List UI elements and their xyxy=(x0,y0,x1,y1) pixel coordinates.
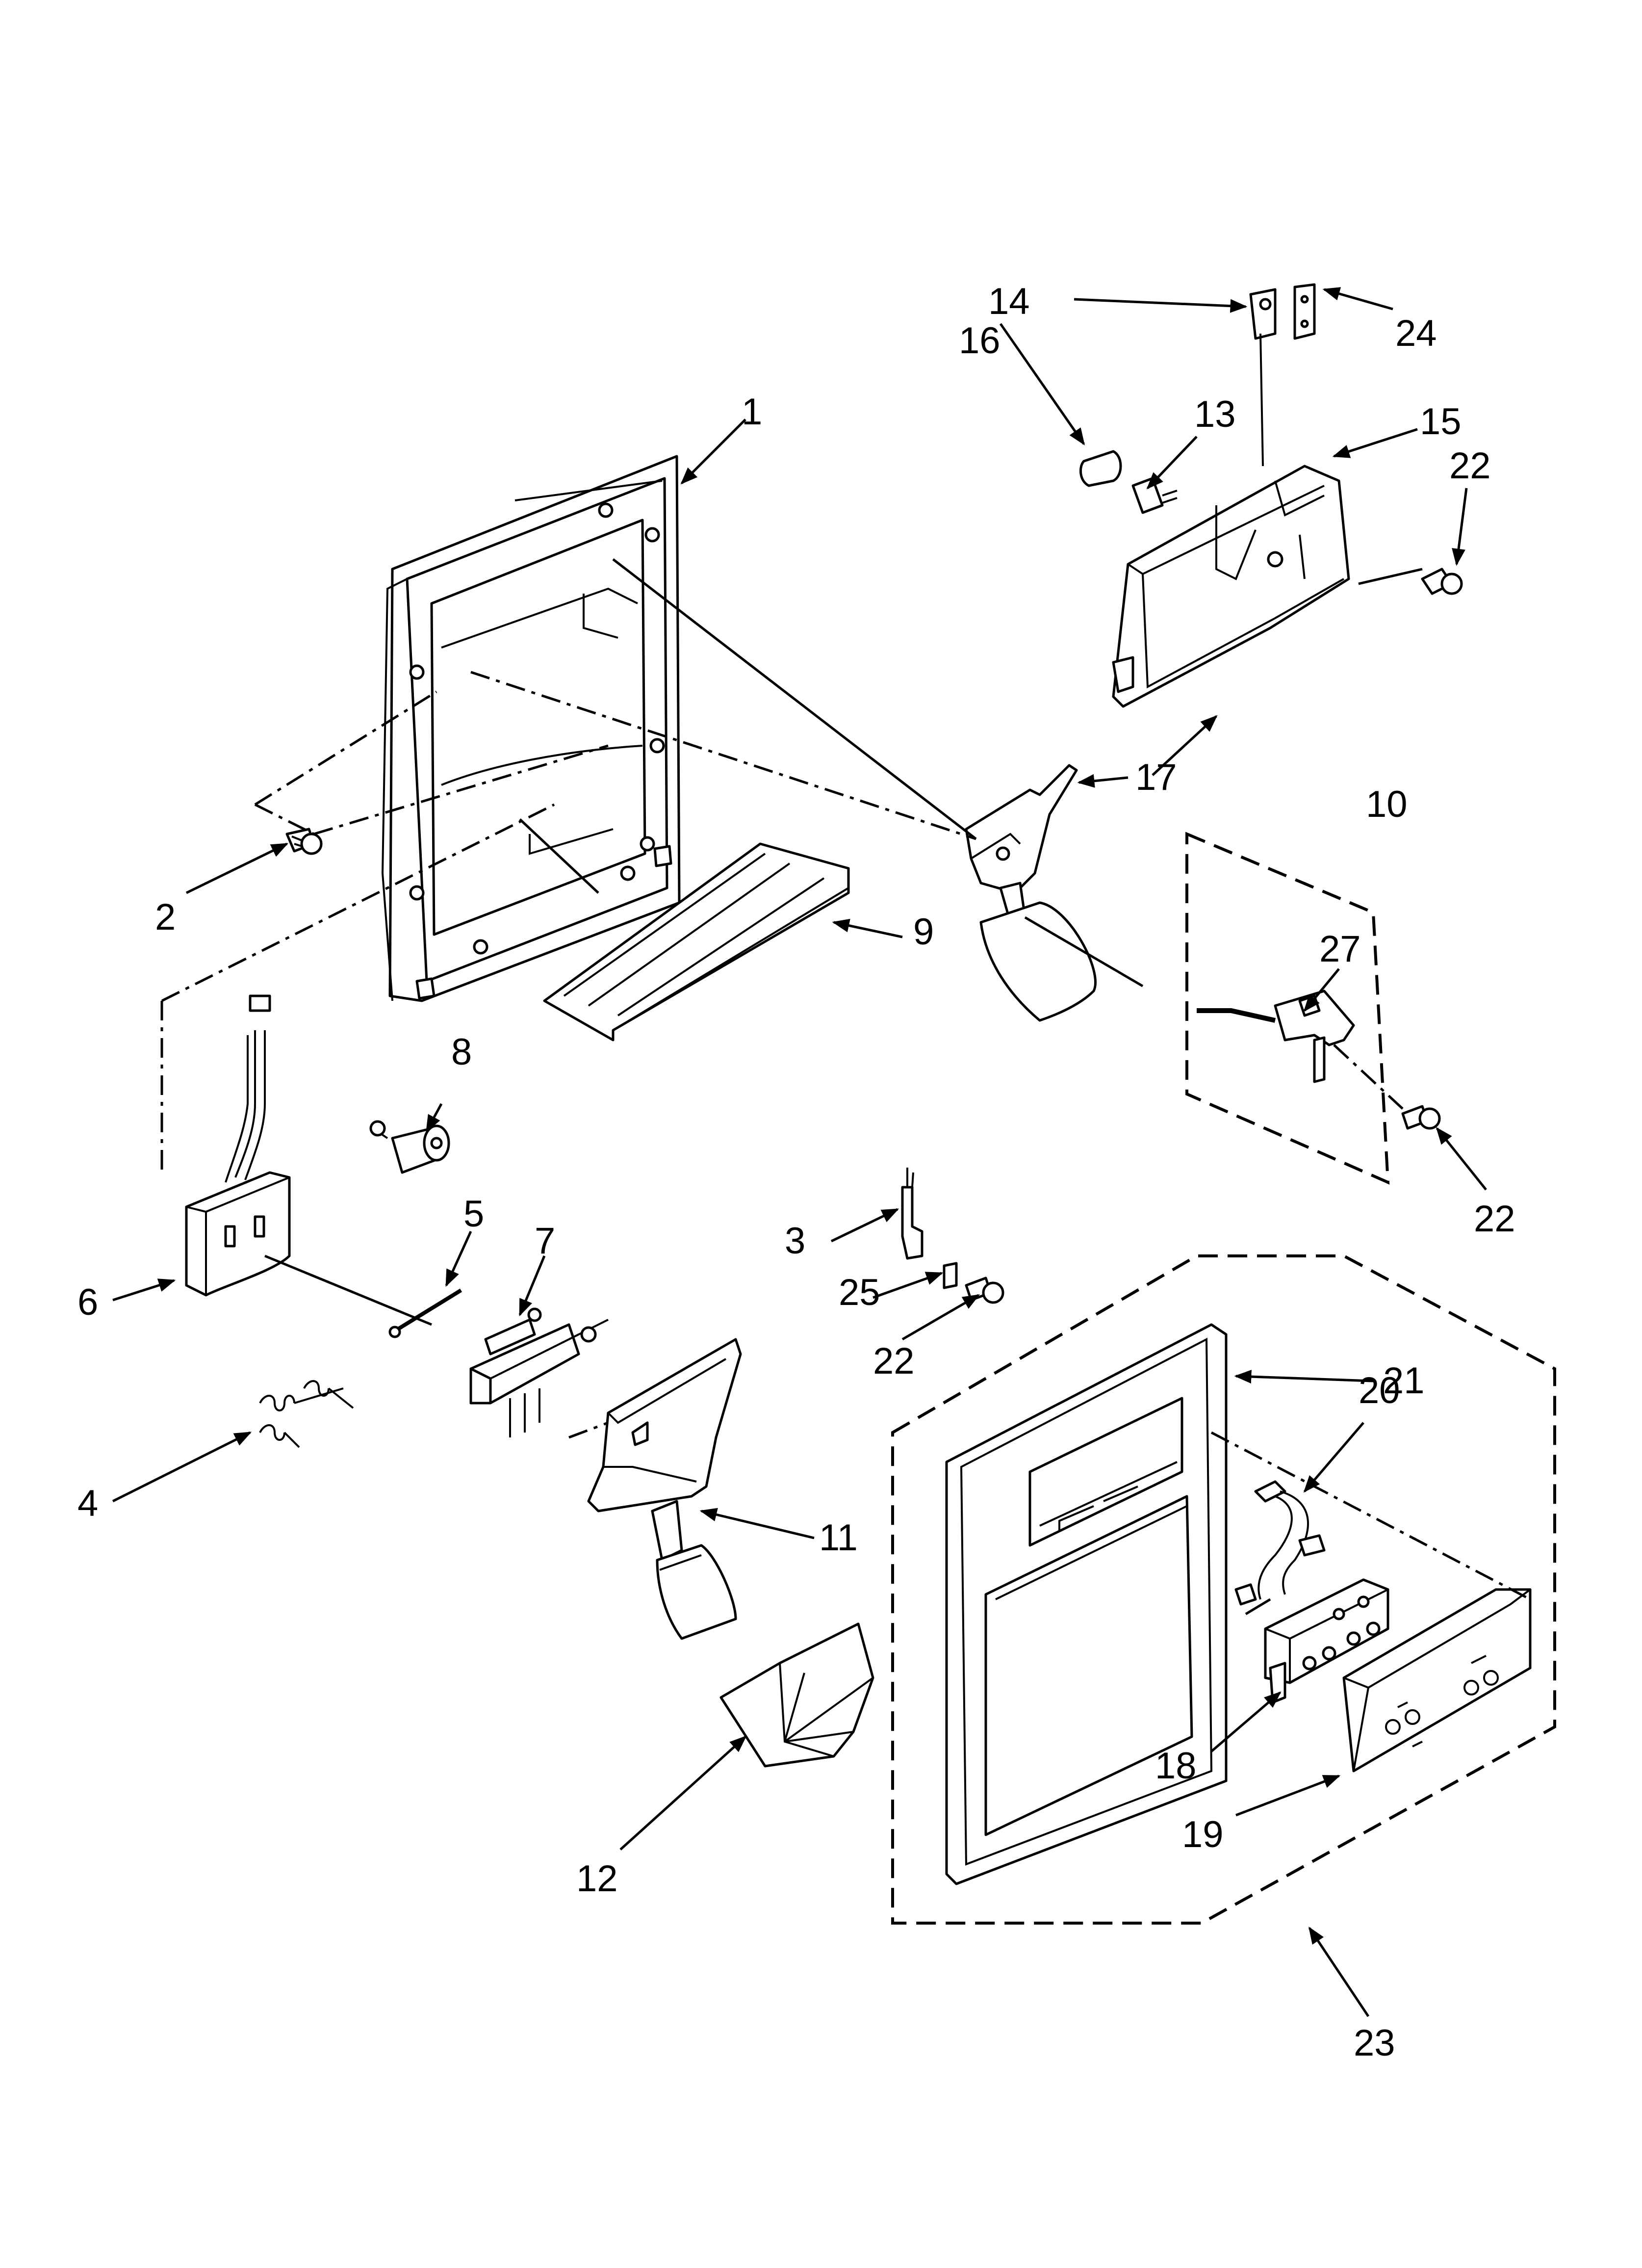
part-19-face-panel xyxy=(1342,1588,1532,1773)
part-11-ice-lever xyxy=(587,1338,742,1640)
callout-20: 20 xyxy=(1359,1370,1400,1411)
callout-27: 27 xyxy=(1319,928,1361,970)
callout-6: 6 xyxy=(77,1281,98,1323)
part-17-water-lever xyxy=(965,764,1097,1022)
callout-16: 16 xyxy=(959,320,1001,362)
part-3-tab xyxy=(901,1168,924,1260)
part-22-screw-a xyxy=(1421,568,1463,595)
callout-22-mid: 22 xyxy=(873,1340,915,1382)
part-8-solenoid xyxy=(369,1120,450,1174)
callout-23: 23 xyxy=(1354,2022,1395,2064)
part-14-microswitch xyxy=(1249,288,1277,467)
part-25-clip xyxy=(943,1262,958,1289)
part-4-springs xyxy=(259,1380,354,1448)
callout-7: 7 xyxy=(535,1220,555,1262)
part-27-actuator xyxy=(1197,990,1355,1083)
part-10-kit-outline xyxy=(1185,832,1390,1185)
callout-1: 1 xyxy=(742,391,762,433)
callout-19: 19 xyxy=(1182,1814,1224,1855)
part-1-dispenser-housing xyxy=(381,455,681,1002)
part-5-pin xyxy=(388,1288,462,1338)
callout-14: 14 xyxy=(988,281,1030,322)
connector-lines xyxy=(264,558,1423,1616)
part-13-lamp-socket xyxy=(1131,477,1178,514)
part-22-screw-b xyxy=(1401,1105,1441,1130)
callout-11: 11 xyxy=(819,1517,858,1559)
callout-10: 10 xyxy=(1366,783,1408,825)
part-2-screw xyxy=(285,828,323,855)
projection-lines xyxy=(160,671,1531,1601)
leader-arrows xyxy=(112,287,1487,2017)
callout-25: 25 xyxy=(839,1272,880,1313)
callout-2: 2 xyxy=(155,896,176,938)
callout-15: 15 xyxy=(1420,401,1462,443)
callout-9: 9 xyxy=(913,911,934,953)
callout-21: 21 xyxy=(1383,1360,1425,1402)
callout-8: 8 xyxy=(451,1031,472,1073)
callout-22-right: 22 xyxy=(1474,1198,1515,1240)
callout-24: 24 xyxy=(1395,313,1437,354)
part-7-bracket xyxy=(469,1307,609,1437)
part-23-assembly-outline xyxy=(891,1254,1556,1925)
callout-5: 5 xyxy=(463,1193,484,1235)
part-20-wire-harness xyxy=(1234,1480,1326,1606)
part-9-drip-tray xyxy=(543,842,850,1042)
part-18-control-board xyxy=(1264,1578,1389,1704)
callout-17: 17 xyxy=(1135,756,1177,798)
callout-12: 12 xyxy=(576,1858,618,1900)
part-12-chute xyxy=(719,1622,874,1768)
part-6-control-box xyxy=(185,994,291,1297)
part-15-switch-housing xyxy=(1112,465,1350,708)
callout-4: 4 xyxy=(77,1483,98,1524)
part-21-bezel xyxy=(945,1323,1228,1885)
part-24-insulator xyxy=(1293,283,1316,340)
callout-18: 18 xyxy=(1155,1745,1197,1787)
callout-3: 3 xyxy=(785,1220,805,1262)
part-16-lamp-bulb xyxy=(1079,450,1122,487)
callout-13: 13 xyxy=(1194,393,1236,435)
callout-22-top: 22 xyxy=(1449,445,1491,487)
callout-labels: 1 2 3 4 5 6 7 8 9 10 11 12 13 14 15 16 1… xyxy=(77,281,1515,2064)
